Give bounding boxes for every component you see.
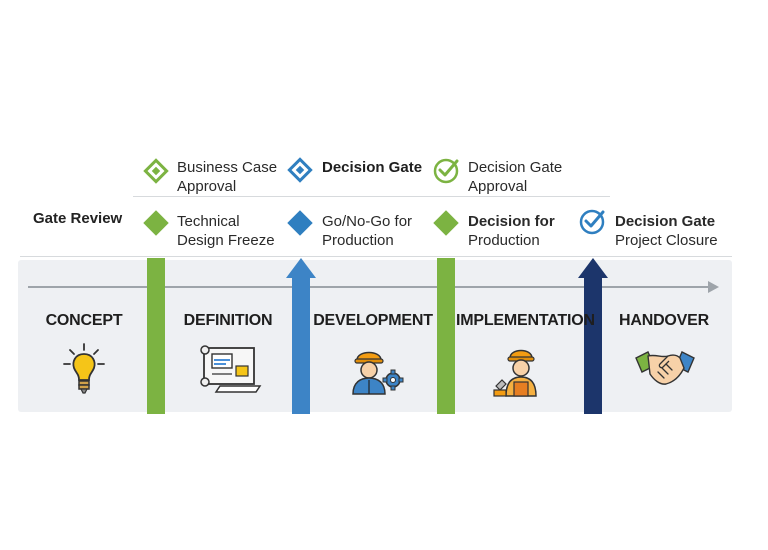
gate-bar-2-arrow-icon [286, 258, 316, 278]
top-gate-3-line1: Decision Gate [468, 159, 563, 176]
phase-concept-title: CONCEPT [45, 312, 123, 329]
green-diamond-icon [143, 210, 169, 236]
mid-gate-3-line1: Decision for [468, 213, 555, 230]
green-diamond-outline-icon [143, 158, 169, 184]
mid-gate-2-line2: Production [322, 232, 394, 249]
top-gate-3-label: Decision Gate Approval [468, 158, 562, 196]
phase-definition-title: DEFINITION [183, 312, 273, 329]
mid-gate-4-label: Decision Gate Project Closure [615, 212, 718, 250]
handshake-icon [634, 342, 696, 397]
engineer-gear-icon [347, 342, 407, 401]
blue-checkmark-circle-icon [578, 206, 608, 236]
top-gate-2-label: Decision Gate [322, 158, 422, 177]
top-gate-2-line1: Decision Gate [322, 159, 423, 176]
green-diamond-icon [433, 210, 459, 236]
gate-bar-4-arrow-icon [578, 258, 608, 278]
mid-gate-1-label: Technical Design Freeze [177, 212, 275, 250]
blueprint-icon [200, 342, 262, 399]
top-row-divider [133, 196, 610, 197]
blue-diamond-icon [287, 210, 313, 236]
gate-review-title: Gate Review [33, 210, 123, 227]
phase-development-title: DEVELOPMENT [313, 312, 433, 329]
top-gate-1-label: Business Case Approval [177, 158, 277, 196]
mid-row-divider [20, 256, 732, 257]
phase-implementation-title: IMPLEMENTATION [456, 312, 595, 329]
blue-diamond-outline-icon [287, 157, 313, 183]
phase-handover-title: HANDOVER [619, 312, 709, 329]
lightbulb-icon [62, 342, 106, 403]
top-gate-1-line2: Approval [177, 178, 237, 195]
mid-gate-3-label: Decision for Production [468, 212, 555, 250]
mid-gate-2-label: Go/No-Go for Production [322, 212, 412, 250]
gate-bar-3 [437, 258, 455, 414]
worker-icon [492, 342, 548, 403]
timeline-axis [28, 286, 712, 288]
gate-bar-1 [147, 258, 165, 414]
mid-gate-4-line2: Project Closure [615, 232, 718, 249]
mid-gate-2-line1: Go/No-Go for [322, 213, 413, 230]
gate-bar-2 [292, 277, 310, 414]
green-checkmark-circle-icon [432, 155, 462, 185]
top-gate-1-line1: Business Case [177, 159, 278, 176]
mid-gate-3-line2: Production [468, 232, 540, 249]
mid-gate-1-line1: Technical [177, 213, 240, 230]
mid-gate-4-line1: Decision Gate [615, 213, 716, 230]
gate-bar-4 [584, 277, 602, 414]
top-gate-3-line2: Approval [468, 178, 528, 195]
mid-gate-1-line2: Design Freeze [177, 232, 275, 249]
timeline-arrowhead-icon [708, 281, 719, 293]
